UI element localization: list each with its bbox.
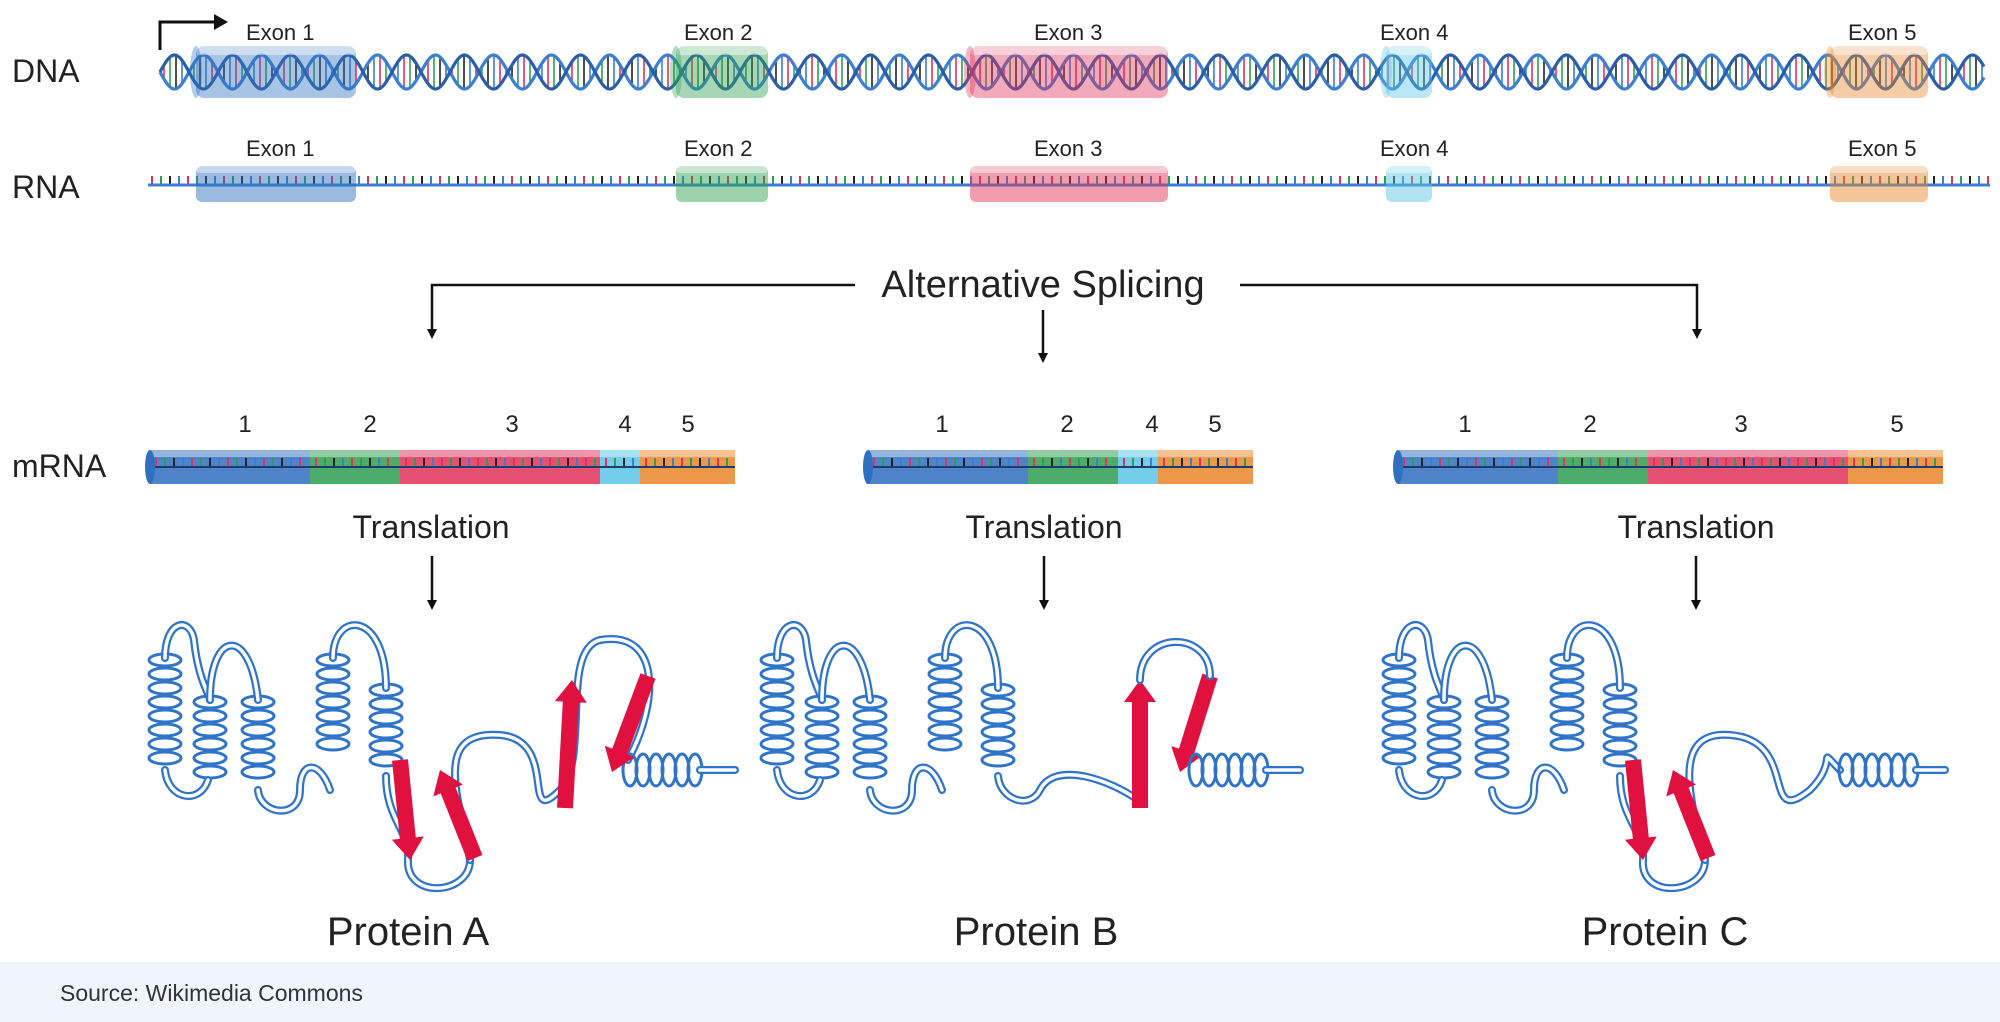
exon-labels: Exon 1 Exon 2 Exon 3 Exon 4 Exon 5 Exon … xyxy=(246,20,1917,161)
dna-row-label: DNA xyxy=(12,53,80,89)
mrna-b-number-1: 1 xyxy=(935,411,948,438)
rna-row-label: RNA xyxy=(12,169,80,205)
mrna-c-number-2: 2 xyxy=(1583,411,1596,438)
protein-structures xyxy=(147,621,1949,893)
protein-c-label: Protein C xyxy=(1582,910,1749,954)
mrna-exon-numbers: 1 2 3 4 5 1 2 4 5 1 2 3 5 xyxy=(238,411,1903,438)
mrna-b-number-5: 5 xyxy=(1208,411,1221,438)
dna-exon-label-2: Exon 2 xyxy=(684,20,753,45)
translation-label-a: Translation xyxy=(352,509,509,545)
dna-exon-label-4: Exon 4 xyxy=(1380,20,1449,45)
rna-exon-label-2: Exon 2 xyxy=(684,136,753,161)
dna-strand xyxy=(158,53,1986,91)
mrna-a-number-5: 5 xyxy=(681,411,694,438)
diagram-canvas: DNA RNA mRNA Exon 1 Exon 2 Exon 3 Exon 4… xyxy=(12,14,1990,954)
dna-exon-label-3: Exon 3 xyxy=(1034,20,1103,45)
rna-exon-label-3: Exon 3 xyxy=(1034,136,1103,161)
rna-exon-label-4: Exon 4 xyxy=(1380,136,1449,161)
rna-strand xyxy=(148,176,1990,187)
translation-steps: Translation Translation Translation xyxy=(352,509,1775,610)
mrna-row-label: mRNA xyxy=(12,448,107,484)
dna-exon-label-1: Exon 1 xyxy=(246,20,315,45)
rna-exon-label-5: Exon 5 xyxy=(1848,136,1917,161)
mrna-b-number-2: 2 xyxy=(1060,411,1073,438)
promoter-arrow-icon xyxy=(158,20,220,50)
mrna-c-number-1: 1 xyxy=(1458,411,1471,438)
mrna-a-number-3: 3 xyxy=(505,411,518,438)
source-text: Source: Wikimedia Commons xyxy=(60,980,363,1006)
translation-label-b: Translation xyxy=(965,509,1122,545)
mrna-isoforms xyxy=(145,450,1943,484)
mrna-a-number-4: 4 xyxy=(618,411,631,438)
protein-a-label: Protein A xyxy=(327,910,490,954)
mrna-c-number-3: 3 xyxy=(1734,411,1747,438)
mrna-a-number-2: 2 xyxy=(363,411,376,438)
mrna-b-number-4: 4 xyxy=(1145,411,1158,438)
dna-exon-segments xyxy=(190,46,1928,98)
splicing-label: Alternative Splicing xyxy=(881,264,1204,306)
translation-label-c: Translation xyxy=(1617,509,1774,545)
mrna-c-number-5: 5 xyxy=(1890,411,1903,438)
rna-exon-label-1: Exon 1 xyxy=(246,136,315,161)
protein-b-label: Protein B xyxy=(954,910,1119,954)
mrna-a-number-1: 1 xyxy=(238,411,251,438)
rna-exon-segments xyxy=(196,166,1928,202)
source-caption: Source: Wikimedia Commons xyxy=(0,962,2000,1022)
splicing-branch: Alternative Splicing xyxy=(427,264,1702,363)
dna-exon-label-5: Exon 5 xyxy=(1848,20,1917,45)
